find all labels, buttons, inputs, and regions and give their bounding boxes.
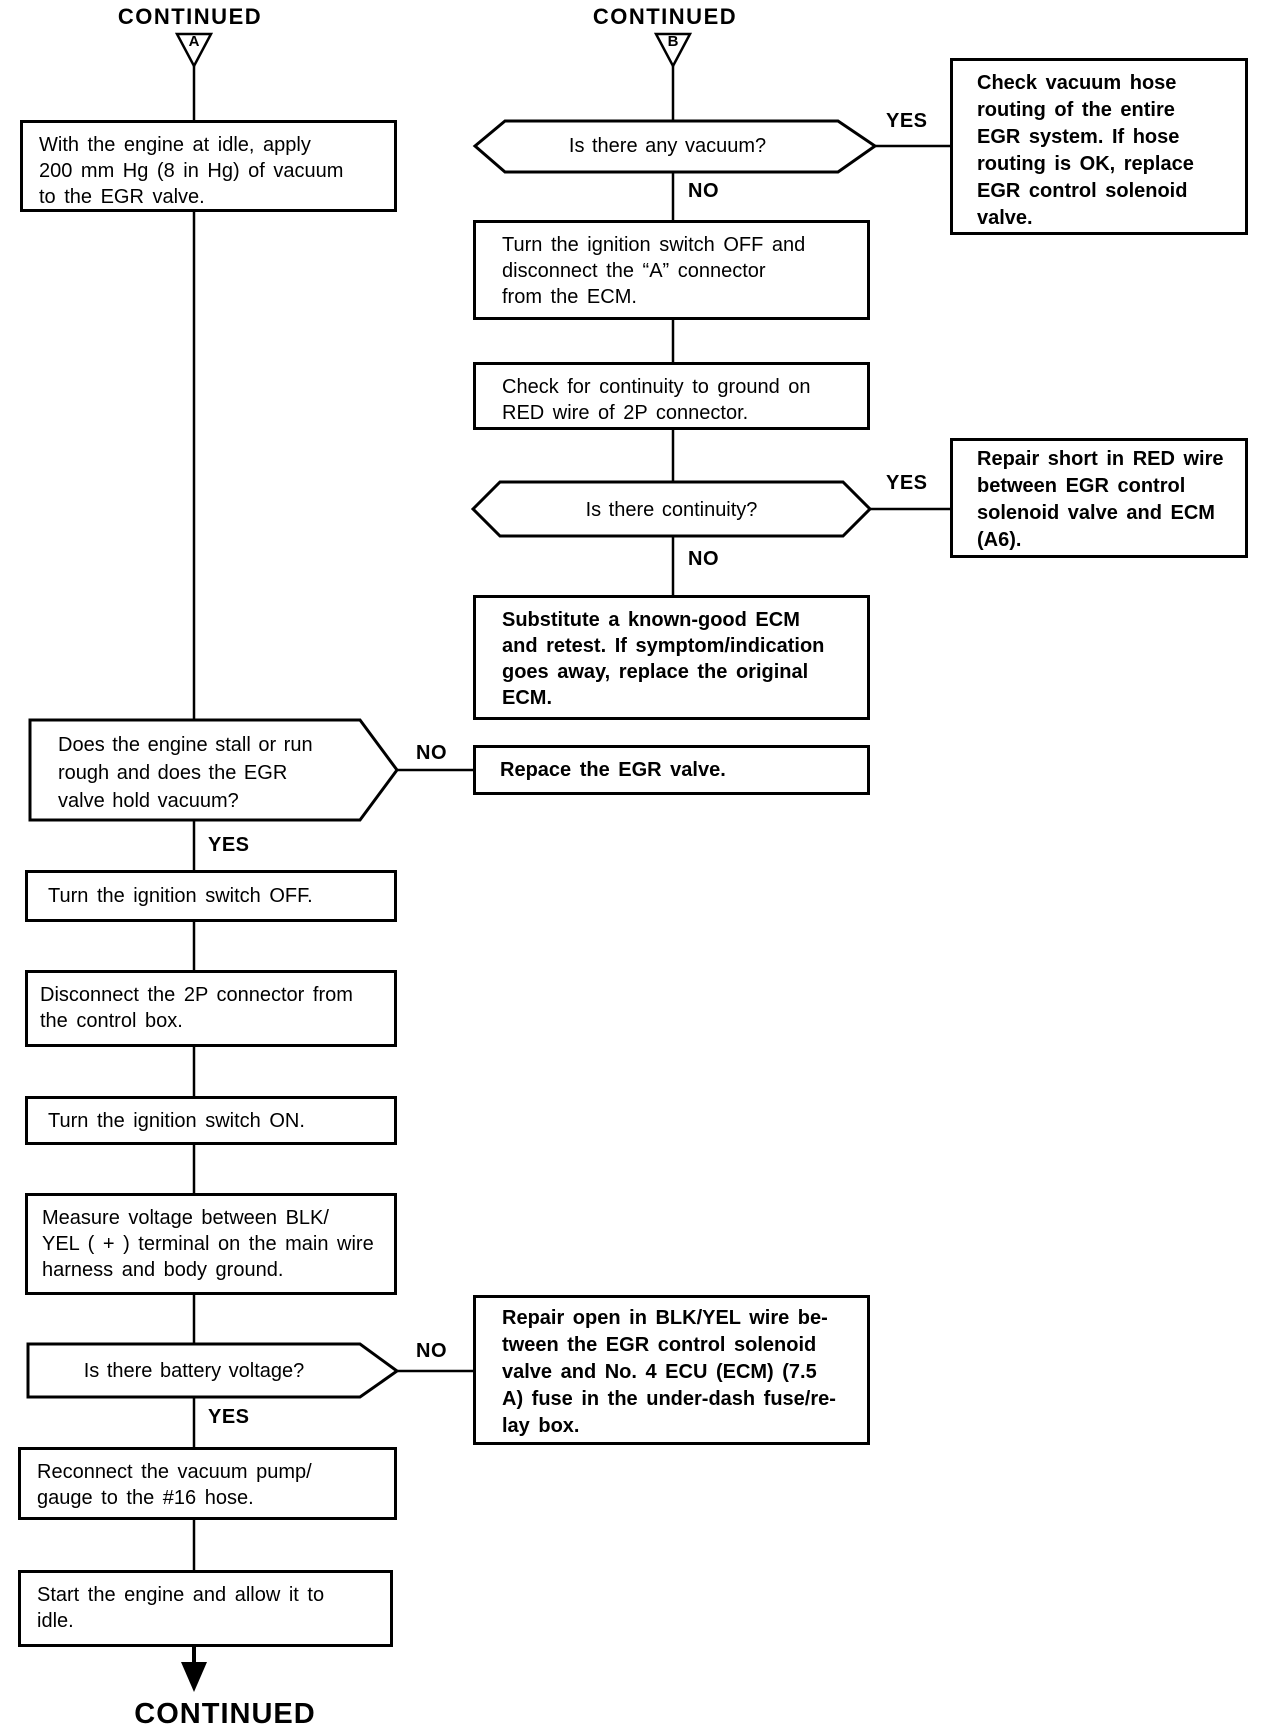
connector-b-letter: B bbox=[667, 33, 679, 50]
connector-a-letter: A bbox=[188, 33, 200, 50]
connector-b-triangle bbox=[653, 32, 693, 69]
decision-engine-stall-shape bbox=[28, 718, 399, 822]
decision-any-vacuum-text: Is there any vacuum? bbox=[568, 135, 767, 157]
no-label-continuity: NO bbox=[688, 548, 719, 570]
process-box-ignition-on: Turn the ignition switch ON. bbox=[25, 1096, 397, 1145]
continued-top-left-label: CONTINUED bbox=[117, 4, 263, 29]
process-box-ignition-off-disconnect-a: Turn the ignition switch OFF and disconn… bbox=[473, 220, 870, 320]
decision-continuity-shape bbox=[470, 480, 873, 538]
process-box-check-continuity: Check for continuity to ground on RED wi… bbox=[473, 362, 870, 430]
action-box-repair-short: Repair short in RED wire between EGR con… bbox=[950, 438, 1248, 558]
process-box-apply-vacuum: With the engine at idle, apply 200 mm Hg… bbox=[20, 120, 397, 212]
no-label-engine-stall: NO bbox=[416, 742, 447, 764]
process-box-ignition-off: Turn the ignition switch OFF. bbox=[25, 870, 397, 922]
action-box-substitute-ecm: Substitute a known-good ECM and retest. … bbox=[473, 595, 870, 720]
continued-bottom-label: CONTINUED bbox=[134, 1698, 316, 1730]
no-label-any-vacuum: NO bbox=[688, 180, 719, 202]
yes-label-continuity: YES bbox=[886, 472, 928, 494]
continued-top-right-label: CONTINUED bbox=[592, 4, 738, 29]
yes-label-any-vacuum: YES bbox=[886, 110, 928, 132]
action-box-replace-egr: Repace the EGR valve. bbox=[473, 745, 870, 795]
decision-continuity-text: Is there continuity? bbox=[585, 499, 758, 521]
process-box-disconnect-2p: Disconnect the 2P connector from the con… bbox=[25, 970, 397, 1047]
decision-any-vacuum-shape bbox=[472, 119, 878, 174]
decision-battery-voltage-text: Is there battery voltage? bbox=[83, 1360, 305, 1382]
no-label-battery-voltage: NO bbox=[416, 1340, 447, 1362]
action-box-repair-open: Repair open in BLK/YEL wire be- tween th… bbox=[473, 1295, 870, 1445]
process-box-measure-voltage: Measure voltage between BLK/ YEL ( + ) t… bbox=[25, 1193, 397, 1295]
process-box-start-engine: Start the engine and allow it to idle. bbox=[18, 1570, 393, 1647]
decision-battery-voltage-shape bbox=[26, 1342, 400, 1399]
decision-engine-stall-text: Does the engine stall or run rough and d… bbox=[58, 734, 313, 812]
process-box-reconnect-pump: Reconnect the vacuum pump/ gauge to the … bbox=[18, 1447, 397, 1520]
yes-label-battery-voltage: YES bbox=[208, 1406, 250, 1428]
action-box-check-hose-routing: Check vacuum hose routing of the entire … bbox=[950, 58, 1248, 235]
flow-arrowhead bbox=[181, 1662, 207, 1692]
yes-label-engine-stall: YES bbox=[208, 834, 250, 856]
connector-a-triangle bbox=[174, 32, 214, 69]
